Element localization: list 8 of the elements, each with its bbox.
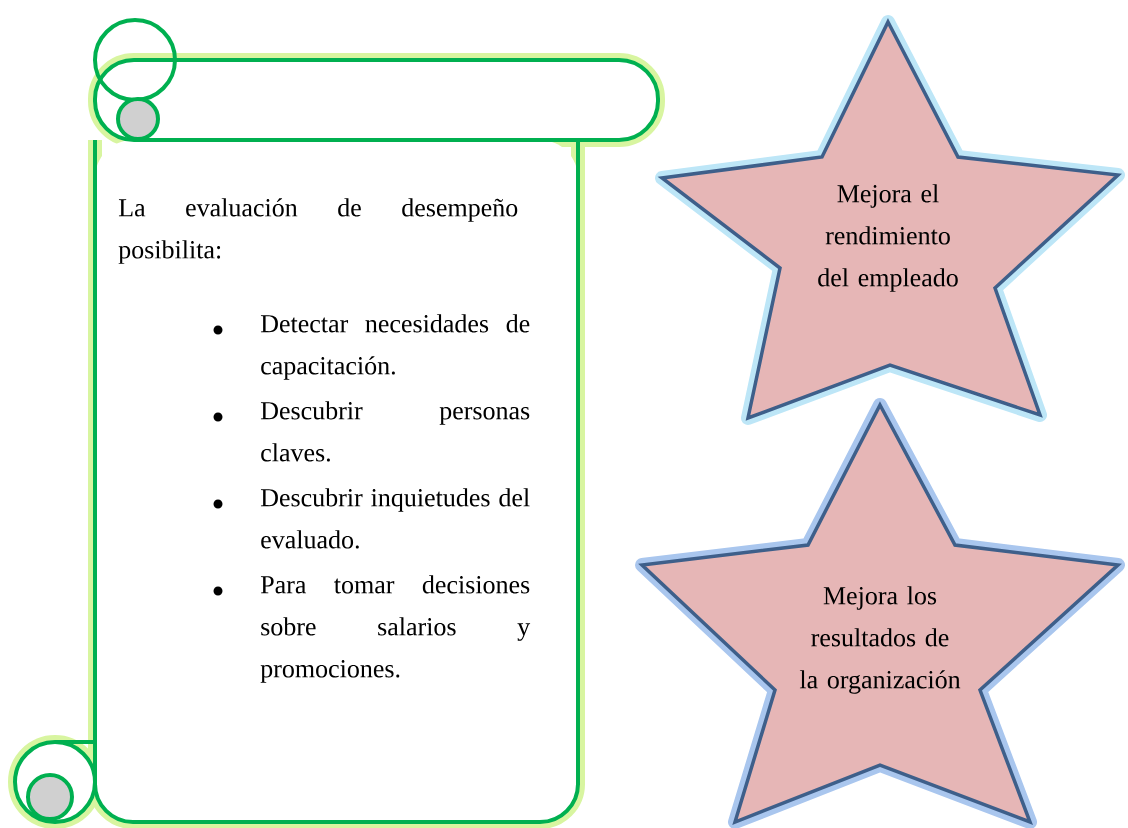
node-label: Descubrir personas claves. — [260, 401, 530, 462]
node-label: La evaluación de desempeño posibilita: — [118, 198, 518, 264]
scroll: La evaluación de desempeño posibilita: Detectar necesidades de capacitación. Descubrir personas claves. Descubrir inquietudes del evaluado. Para tomar decisiones sobre salarios y promociones. — [8, 18, 665, 828]
star: Mejora los resultados de la organización — [635, 398, 1125, 828]
node-label: Descubrir inquietudes del evaluado. — [260, 488, 530, 549]
node-label: Para tomar decisiones sobre salarios y promociones. — [260, 575, 531, 683]
node-label: Detectar necesidades de capacitación. — [260, 314, 530, 380]
star: Mejora el rendimiento del empleado — [655, 15, 1125, 425]
